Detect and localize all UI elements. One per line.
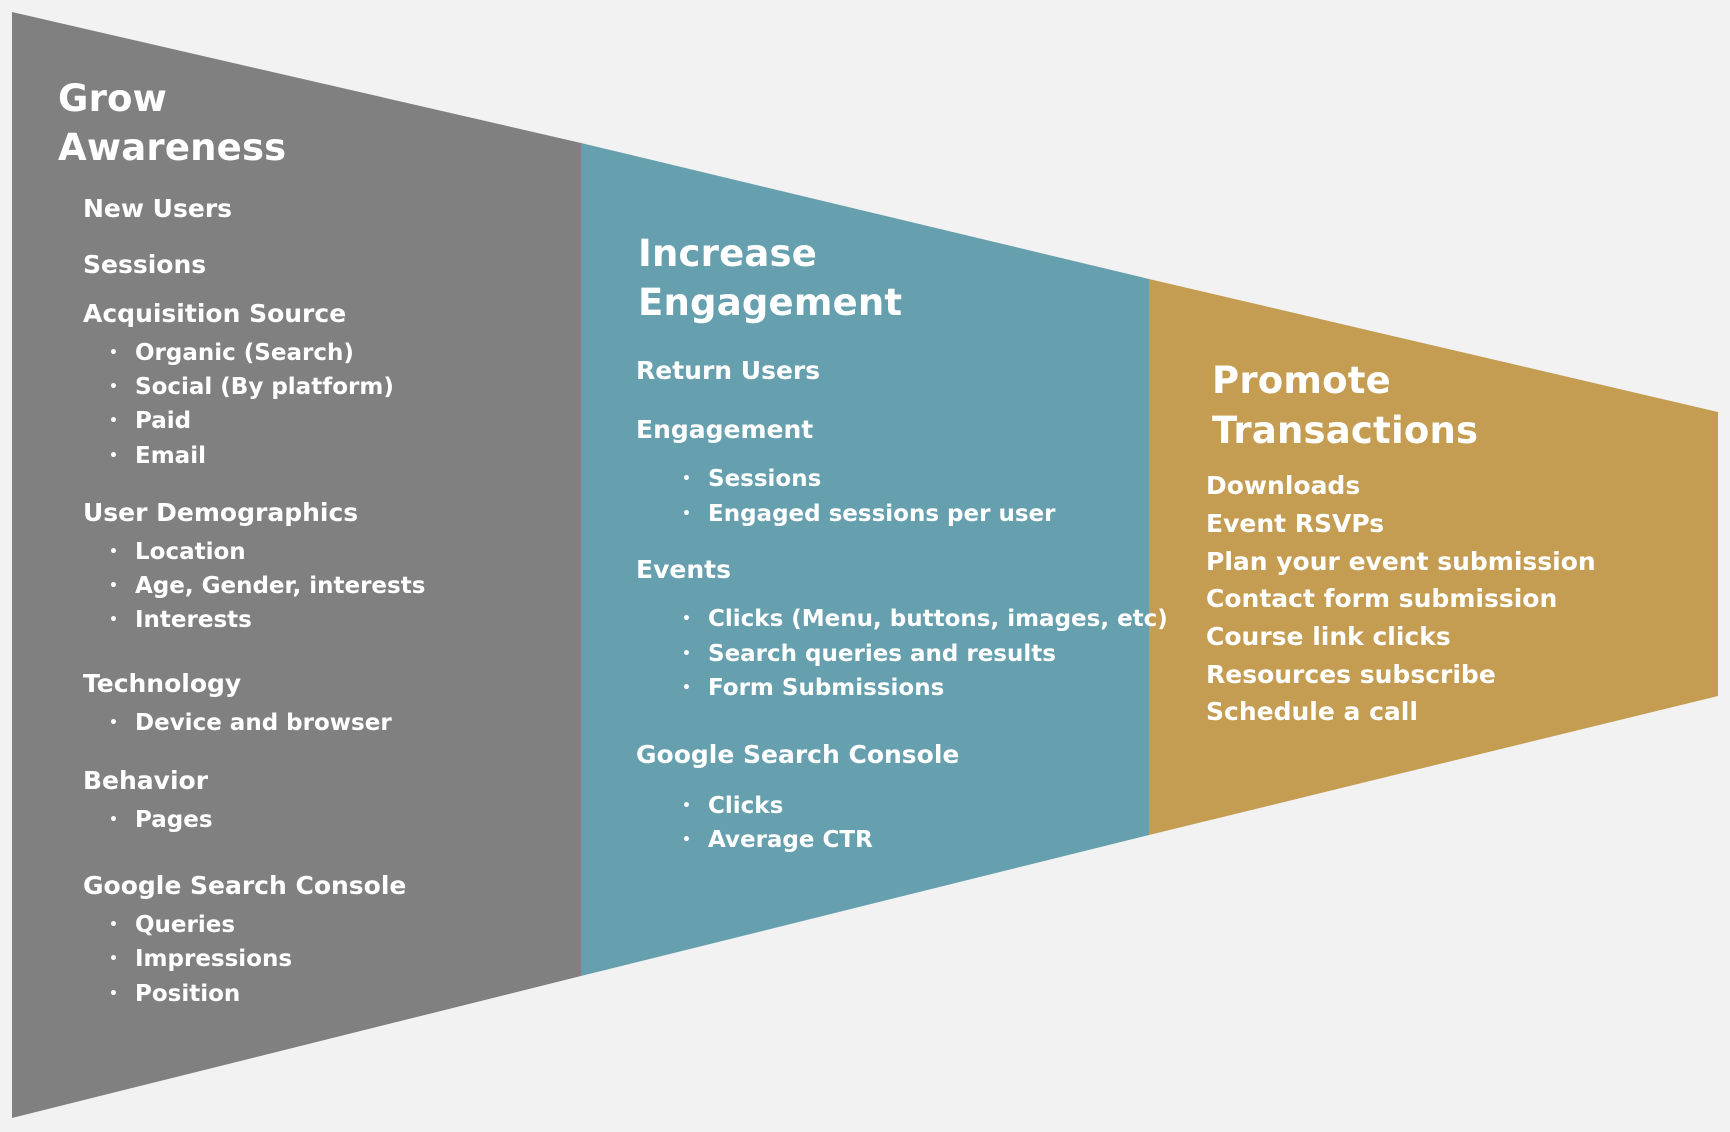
engagement-title-line1: Increase — [638, 232, 818, 275]
list-item: Queries — [109, 910, 235, 940]
list-item: Contact form submission — [1206, 584, 1558, 613]
transactions-segment — [1149, 279, 1718, 835]
events-heading: Events — [636, 555, 731, 584]
list-item: Engaged sessions per user — [682, 499, 1055, 529]
acquisition-heading: Acquisition Source — [83, 299, 347, 328]
metric-return-users: Return Users — [636, 356, 821, 385]
technology-heading: Technology — [83, 669, 242, 698]
engagement-heading: Engagement — [636, 415, 814, 444]
awareness-segment — [12, 12, 581, 1118]
list-item: Schedule a call — [1206, 697, 1418, 726]
list-item: Position — [109, 979, 240, 1009]
metric-new-users: New Users — [83, 194, 233, 223]
list-item: Course link clicks — [1206, 622, 1451, 651]
list-item: Interests — [109, 605, 252, 635]
list-item: Pages — [109, 805, 212, 835]
list-item: Search queries and results — [682, 639, 1056, 669]
behavior-heading: Behavior — [83, 766, 209, 795]
list-item: Resources subscribe — [1206, 660, 1496, 689]
transactions-title-line2: Transactions — [1212, 409, 1479, 452]
list-item: Email — [109, 441, 206, 471]
awareness-title-line2: Awareness — [58, 126, 287, 169]
awareness-gsc-heading: Google Search Console — [83, 871, 407, 900]
list-item: Clicks (Menu, buttons, images, etc) — [682, 604, 1168, 634]
list-item: Clicks — [682, 791, 783, 821]
list-item: Impressions — [109, 944, 292, 974]
awareness-title-line1: Grow — [58, 77, 168, 120]
list-item: Average CTR — [682, 825, 873, 855]
list-item: Organic (Search) — [109, 338, 354, 368]
list-item: Sessions — [682, 464, 821, 494]
list-item: Event RSVPs — [1206, 509, 1385, 538]
engagement-segment — [581, 143, 1149, 976]
list-item: Form Submissions — [682, 673, 944, 703]
list-item: Plan your event submission — [1206, 547, 1596, 576]
demographics-heading: User Demographics — [83, 498, 359, 527]
engagement-gsc-heading: Google Search Console — [636, 740, 960, 769]
list-item: Location — [109, 537, 246, 567]
metric-sessions: Sessions — [83, 250, 207, 279]
list-item: Age, Gender, interests — [109, 571, 425, 601]
engagement-title-line2: Engagement — [638, 281, 903, 324]
list-item: Social (By platform) — [109, 372, 394, 402]
list-item: Downloads — [1206, 471, 1361, 500]
list-item: Paid — [109, 406, 191, 436]
transactions-title-line1: Promote — [1212, 359, 1391, 402]
list-item: Device and browser — [109, 708, 392, 738]
